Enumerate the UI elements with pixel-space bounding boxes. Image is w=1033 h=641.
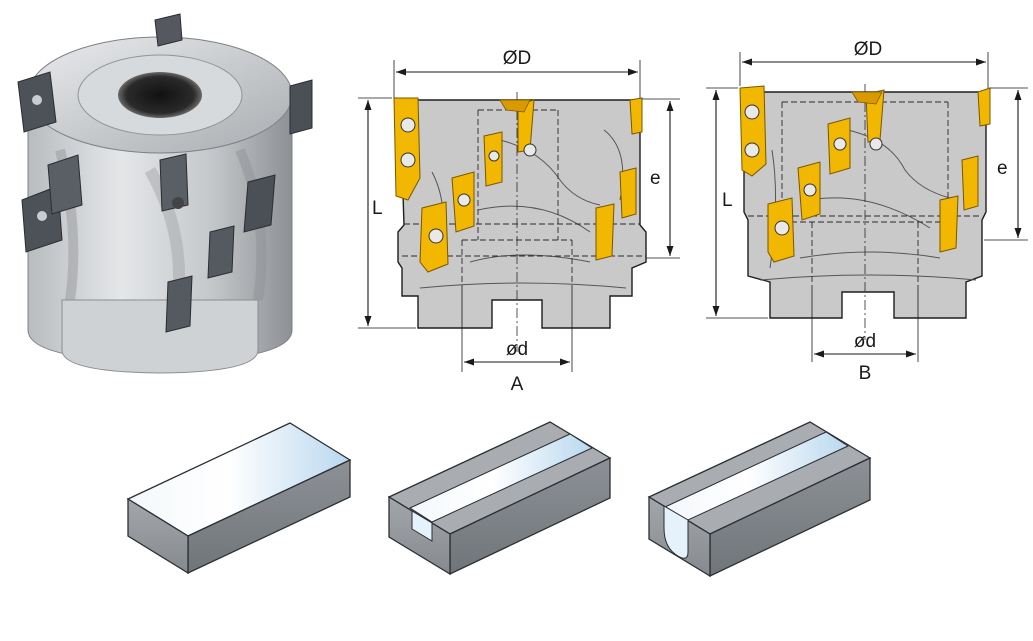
dim-a-outer-diameter: ØD	[503, 48, 532, 69]
dim-b-outer-diameter: ØD	[854, 39, 883, 60]
workpiece-slot	[647, 421, 872, 578]
dim-b-cutting-depth: e	[997, 158, 1008, 179]
workpiece-flat	[126, 422, 352, 575]
dim-b-length: L	[722, 190, 733, 211]
dim-a-bore-diameter: ød	[506, 339, 528, 360]
drawing-a: ØD L e ød A	[358, 48, 680, 395]
inserts-b	[739, 85, 991, 263]
variant-a-label: A	[511, 374, 524, 395]
cutter-illustration	[17, 13, 313, 374]
dim-a-length: L	[372, 198, 383, 219]
drawing-b: ØD L e ød B	[706, 39, 1028, 384]
inserts-a	[393, 97, 643, 273]
dim-a-cutting-depth: e	[650, 168, 661, 189]
workpiece-step	[387, 421, 612, 576]
photo-inserts	[17, 13, 313, 333]
dim-b-bore-diameter: ød	[854, 331, 876, 352]
variant-b-label: B	[859, 363, 872, 384]
